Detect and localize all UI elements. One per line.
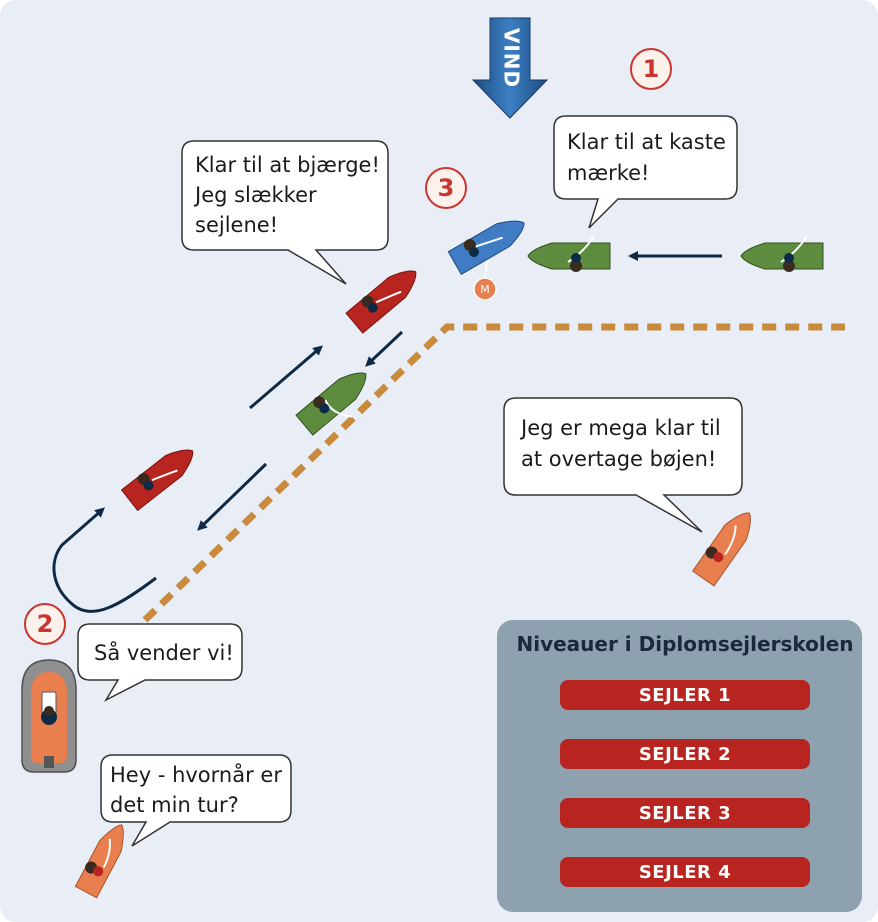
boat-green-2 bbox=[740, 235, 824, 272]
level-label-1: SEJLER 1 bbox=[639, 685, 731, 706]
rescue-rib bbox=[21, 659, 77, 773]
bubble-hvornaar-line-2: det min tur? bbox=[110, 793, 239, 817]
step-circle-3: 3 bbox=[425, 167, 467, 209]
boat-red-top bbox=[345, 270, 417, 334]
sailor-icon bbox=[570, 260, 582, 272]
course-line bbox=[142, 323, 845, 623]
bubble-klar-bjaerge-line-3: sejlene! bbox=[195, 213, 278, 237]
bubble-hvornaar-line-1: Hey - hvornår er bbox=[110, 762, 282, 787]
bubble-klar-kaste-line-2: mærke! bbox=[567, 161, 649, 185]
boat-orange-right bbox=[692, 512, 751, 587]
level-label-3: SEJLER 3 bbox=[639, 803, 731, 824]
level-button-3[interactable]: SEJLER 3 bbox=[560, 798, 810, 828]
step-number-2: 2 bbox=[37, 610, 54, 638]
arrow-turn-loop bbox=[52, 507, 157, 613]
bubble-klar-kaste-line-1: Klar til at kaste bbox=[567, 130, 726, 154]
step-number-3: 3 bbox=[438, 174, 455, 202]
bubble-klar-bjaerge-line-1: Klar til at bjærge! bbox=[195, 153, 380, 177]
arrow-down-left-short bbox=[365, 330, 404, 367]
wind-label: VIND bbox=[500, 28, 524, 88]
bubble-klar-bjaerge: Klar til at bjærge! Jeg slækker sejlene! bbox=[181, 140, 389, 285]
bubble-klar-bjaerge-line-2: Jeg slækker bbox=[193, 183, 317, 207]
boat-green-middle bbox=[295, 372, 367, 436]
bubble-vender: Så vender vi! bbox=[77, 623, 243, 702]
step-number-1: 1 bbox=[643, 55, 660, 83]
bubble-klar-kaste: Klar til at kaste mærke! bbox=[553, 115, 738, 229]
step-circle-2: 2 bbox=[24, 603, 66, 645]
boat-red-lower bbox=[120, 449, 194, 512]
boat-green-1 bbox=[527, 235, 611, 272]
level-label-4: SEJLER 4 bbox=[639, 862, 731, 883]
mark-letter: M bbox=[480, 283, 490, 296]
arrow-down-left bbox=[197, 462, 268, 531]
sailor-icon bbox=[783, 260, 795, 272]
bubble-mega-klar-line-1: Jeg er mega klar til bbox=[519, 416, 721, 440]
bubble-mega-klar: Jeg er mega klar til at overtage bøjen! bbox=[503, 397, 743, 533]
boat-blue bbox=[447, 220, 525, 275]
wind-arrow: VIND bbox=[471, 17, 549, 119]
level-button-4[interactable]: SEJLER 4 bbox=[560, 857, 810, 887]
step-circle-1: 1 bbox=[630, 48, 672, 90]
arrow-up-right bbox=[249, 345, 324, 410]
bubble-hvornaar: Hey - hvornår er det min tur? bbox=[100, 754, 292, 847]
level-button-2[interactable]: SEJLER 2 bbox=[560, 739, 810, 769]
level-label-2: SEJLER 2 bbox=[639, 744, 731, 765]
mark-buoy-water: M bbox=[473, 277, 497, 301]
boat-orange-bottom bbox=[74, 824, 124, 899]
bubble-vender-line-1: Så vender vi! bbox=[94, 640, 234, 665]
level-button-1[interactable]: SEJLER 1 bbox=[560, 680, 810, 710]
bubble-mega-klar-line-2: at overtage bøjen! bbox=[521, 447, 716, 471]
levels-panel: Niveauer i Diplomsejlerskolen SEJLER 1 S… bbox=[497, 620, 862, 912]
levels-panel-title: Niveauer i Diplomsejlerskolen bbox=[516, 632, 853, 656]
